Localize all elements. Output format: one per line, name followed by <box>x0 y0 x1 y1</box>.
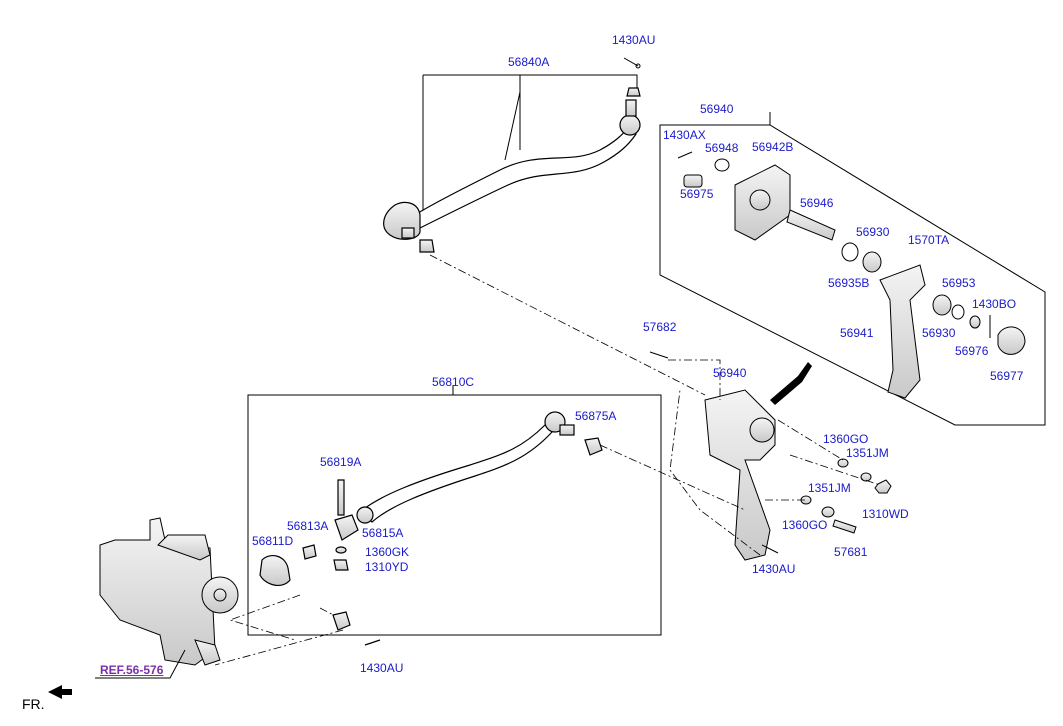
label-56975[interactable]: 56975 <box>680 187 714 201</box>
steering-gear <box>99 517 239 666</box>
drag-link-upper <box>383 87 641 253</box>
label-56948[interactable]: 56948 <box>705 141 739 155</box>
label-56940-main[interactable]: 56940 <box>713 366 747 380</box>
label-57681[interactable]: 57681 <box>834 545 868 559</box>
ref-leader <box>95 649 186 679</box>
label-56815a[interactable]: 56815A <box>362 526 404 540</box>
label-56813a[interactable]: 56813A <box>287 519 329 533</box>
label-56942b[interactable]: 56942B <box>752 140 794 154</box>
label-1351jm-b[interactable]: 1351JM <box>808 481 851 495</box>
label-56976[interactable]: 56976 <box>955 344 989 358</box>
label-56811d[interactable]: 56811D <box>252 534 294 548</box>
tie-rod-parts <box>259 411 603 646</box>
label-1430bo[interactable]: 1430BO <box>972 297 1017 311</box>
label-56940-box[interactable]: 56940 <box>700 102 734 116</box>
pitman-arm-box <box>659 112 1046 426</box>
label-1430ax[interactable]: 1430AX <box>663 128 706 142</box>
label-1430au-top[interactable]: 1430AU <box>612 33 656 47</box>
label-57682[interactable]: 57682 <box>643 320 677 334</box>
label-56875a[interactable]: 56875A <box>575 409 617 423</box>
dash-lines <box>214 254 881 666</box>
box-pointer-arrow <box>770 362 812 405</box>
label-1310wd[interactable]: 1310WD <box>862 507 909 521</box>
label-56946[interactable]: 56946 <box>800 196 834 210</box>
label-56810c[interactable]: 56810C <box>432 375 475 389</box>
tie-rod-box <box>247 385 662 636</box>
label-1310yd[interactable]: 1310YD <box>365 560 409 574</box>
ref-link[interactable]: REF.56-576 <box>100 663 164 677</box>
label-56930-b[interactable]: 56930 <box>922 326 956 340</box>
front-direction-label: FR. <box>22 696 45 712</box>
label-1360go-a[interactable]: 1360GO <box>823 432 869 446</box>
label-1360gk[interactable]: 1360GK <box>365 545 410 559</box>
label-56840a[interactable]: 56840A <box>508 55 550 69</box>
label-1430au-mid[interactable]: 1430AU <box>752 562 796 576</box>
label-56941[interactable]: 56941 <box>840 326 874 340</box>
label-1351jm-a[interactable]: 1351JM <box>846 446 889 460</box>
label-56930-a[interactable]: 56930 <box>856 225 890 239</box>
label-56819a[interactable]: 56819A <box>320 455 362 469</box>
label-56953[interactable]: 56953 <box>942 276 976 290</box>
label-1570ta[interactable]: 1570TA <box>908 233 950 247</box>
label-56935b[interactable]: 56935B <box>828 276 870 290</box>
label-1360go-b[interactable]: 1360GO <box>782 518 828 532</box>
label-1430au-bottom[interactable]: 1430AU <box>360 661 404 675</box>
arrow-left-icon <box>48 685 72 699</box>
label-56977[interactable]: 56977 <box>990 369 1024 383</box>
cotter-pin-top <box>623 57 641 69</box>
pitman-arm-assembled <box>649 351 892 561</box>
pitman-arm-parts <box>677 151 1026 399</box>
